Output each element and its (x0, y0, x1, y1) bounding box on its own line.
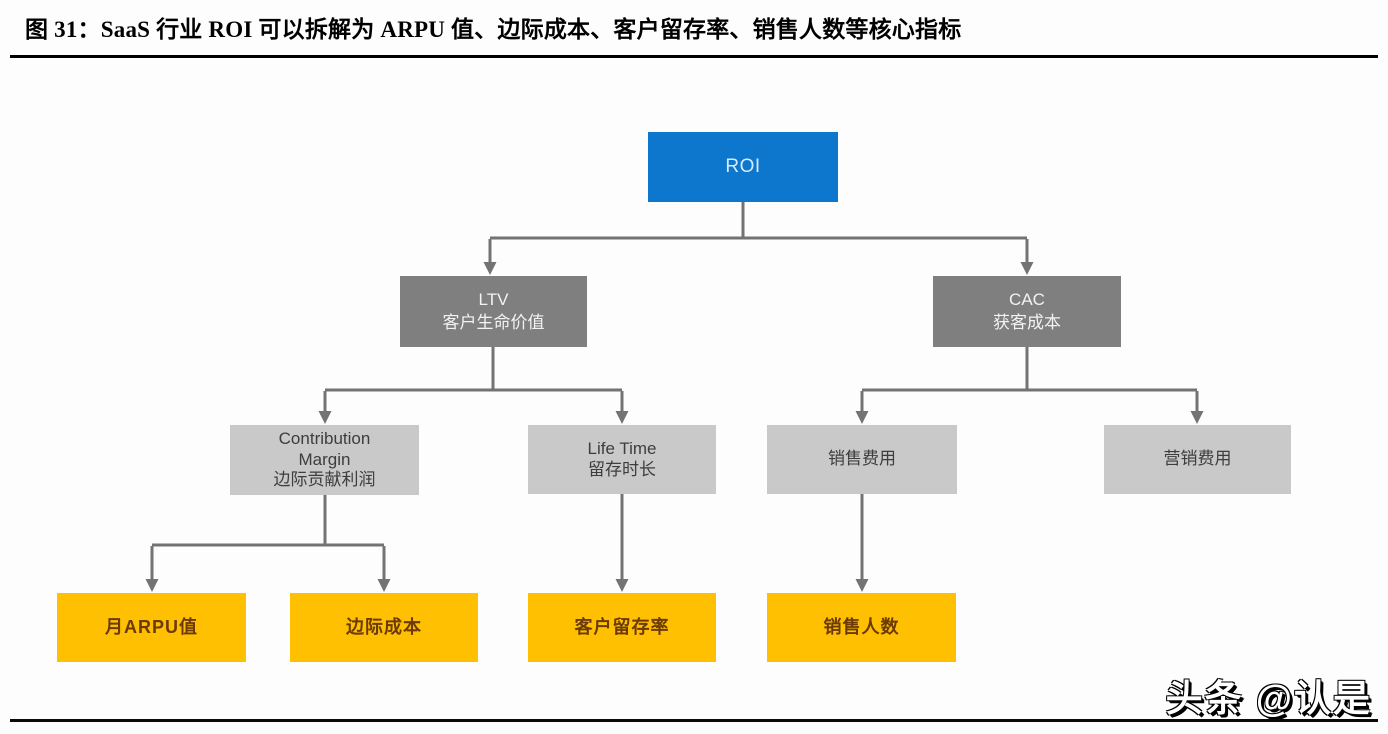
node-cac-label-cn: 获客成本 (993, 312, 1061, 332)
node-cac-label-en: CAC (1009, 290, 1045, 310)
node-life-time-label-cn: 留存时长 (588, 459, 656, 479)
node-cac: CAC 获客成本 (933, 276, 1121, 347)
title-underline (10, 55, 1378, 58)
node-marginal-cost: 边际成本 (290, 593, 478, 662)
node-contribution-margin: Contribution Margin 边际贡献利润 (230, 425, 419, 495)
node-ltv-label-cn: 客户生命价值 (442, 312, 545, 332)
node-customer-retention-label: 客户留存率 (574, 616, 670, 637)
node-roi-label: ROI (725, 155, 761, 177)
node-sales-expense-label: 销售费用 (828, 449, 896, 469)
node-contribution-margin-label-cn: 边际贡献利润 (273, 470, 376, 490)
figure-title: 图 31：SaaS 行业 ROI 可以拆解为 ARPU 值、边际成本、客户留存率… (25, 17, 962, 42)
node-monthly-arpu-label: 月ARPU值 (104, 616, 198, 637)
node-customer-retention: 客户留存率 (528, 593, 716, 662)
node-monthly-arpu: 月ARPU值 (57, 593, 246, 662)
node-roi: ROI (648, 132, 838, 202)
node-marketing-expense-label: 营销费用 (1163, 449, 1232, 469)
watermark-text: 头条 @认是 (1165, 678, 1372, 719)
node-sales-headcount: 销售人数 (767, 593, 956, 662)
node-ltv: LTV 客户生命价值 (400, 276, 587, 347)
node-marginal-cost-label: 边际成本 (346, 616, 422, 637)
node-contribution-margin-label-en2: Margin (298, 449, 351, 469)
node-marketing-expense: 营销费用 (1104, 425, 1291, 494)
node-sales-expense: 销售费用 (767, 425, 957, 494)
node-life-time: Life Time 留存时长 (528, 425, 716, 494)
node-ltv-label-en: LTV (478, 290, 509, 310)
node-life-time-label-en: Life Time (587, 438, 657, 458)
bottom-border-line (10, 719, 1378, 722)
node-sales-headcount-label: 销售人数 (823, 616, 900, 637)
node-contribution-margin-label-en1: Contribution (278, 428, 371, 448)
